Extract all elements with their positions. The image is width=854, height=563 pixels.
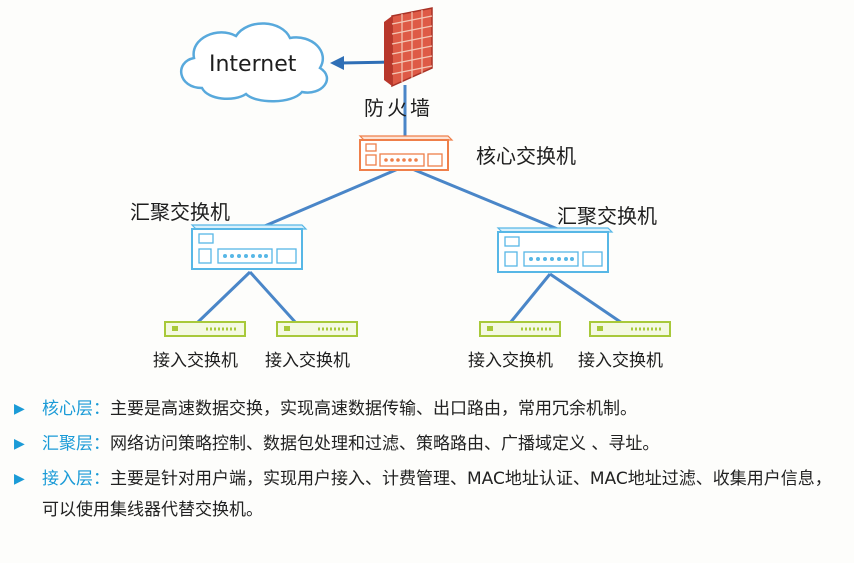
triangle-bullet-icon: ▶ xyxy=(14,436,25,452)
core-switch-label: 核心交换机 xyxy=(476,144,576,168)
term-colon: ： xyxy=(93,434,110,454)
internet-cloud-icon xyxy=(179,22,328,103)
access-switch-icon xyxy=(479,321,561,337)
access-switch-label: 接入交换机 xyxy=(578,351,663,371)
uplink-arrow xyxy=(330,56,393,70)
access-switch-icon xyxy=(276,321,358,337)
link-agg-right-access-2 xyxy=(549,272,623,325)
layer-description: 主要是高速数据交换，实现高速数据传输、出口路由，常用冗余机制。 xyxy=(110,399,637,419)
link-agg-left-access-2 xyxy=(248,270,298,325)
access-switch-icon xyxy=(164,321,246,337)
core-switch-icon xyxy=(358,135,454,171)
aggregation-switch-right-icon xyxy=(496,227,614,273)
aggregation-switch-right-label: 汇聚交换机 xyxy=(557,204,657,228)
term-colon: ： xyxy=(93,399,110,419)
list-item: ▶ 汇聚层：网络访问策略控制、数据包处理和过滤、策略路由、广播域定义 、寻址。 xyxy=(14,429,844,460)
list-item: ▶ 核心层：主要是高速数据交换，实现高速数据传输、出口路由，常用冗余机制。 xyxy=(14,394,844,425)
access-switch-label: 接入交换机 xyxy=(153,351,238,371)
layer-description-list: ▶ 核心层：主要是高速数据交换，实现高速数据传输、出口路由，常用冗余机制。 ▶ … xyxy=(14,394,844,530)
aggregation-switch-left-icon xyxy=(190,224,308,270)
triangle-bullet-icon: ▶ xyxy=(14,471,25,487)
access-switch-icon xyxy=(589,321,671,337)
layer-term: 接入层 xyxy=(42,469,93,489)
link-agg-right-access-1 xyxy=(508,273,552,324)
link-core-agg-right xyxy=(404,164,561,232)
link-agg-left-access-1 xyxy=(195,270,252,325)
triangle-bullet-icon: ▶ xyxy=(14,401,25,417)
link-core-agg-left xyxy=(259,164,406,230)
firewall-label: 防火墙 xyxy=(364,96,433,120)
layer-description: 网络访问策略控制、数据包处理和过滤、策略路由、广播域定义 、寻址。 xyxy=(110,434,660,454)
firewall-icon xyxy=(384,7,433,88)
term-colon: ： xyxy=(93,469,110,489)
aggregation-switch-left-label: 汇聚交换机 xyxy=(130,200,230,224)
list-item: ▶ 接入层：主要是针对用户端，实现用户接入、计费管理、MAC地址认证、MAC地址… xyxy=(14,464,844,526)
network-topology-diagram xyxy=(164,7,671,337)
internet-label: Internet xyxy=(209,52,297,77)
layer-term: 核心层 xyxy=(42,399,93,419)
layer-description: 主要是针对用户端，实现用户接入、计费管理、MAC地址认证、MAC地址过滤、收集用… xyxy=(42,469,832,520)
access-switch-label: 接入交换机 xyxy=(468,351,553,371)
links xyxy=(195,85,623,325)
layer-term: 汇聚层 xyxy=(42,434,93,454)
access-switch-label: 接入交换机 xyxy=(265,351,350,371)
